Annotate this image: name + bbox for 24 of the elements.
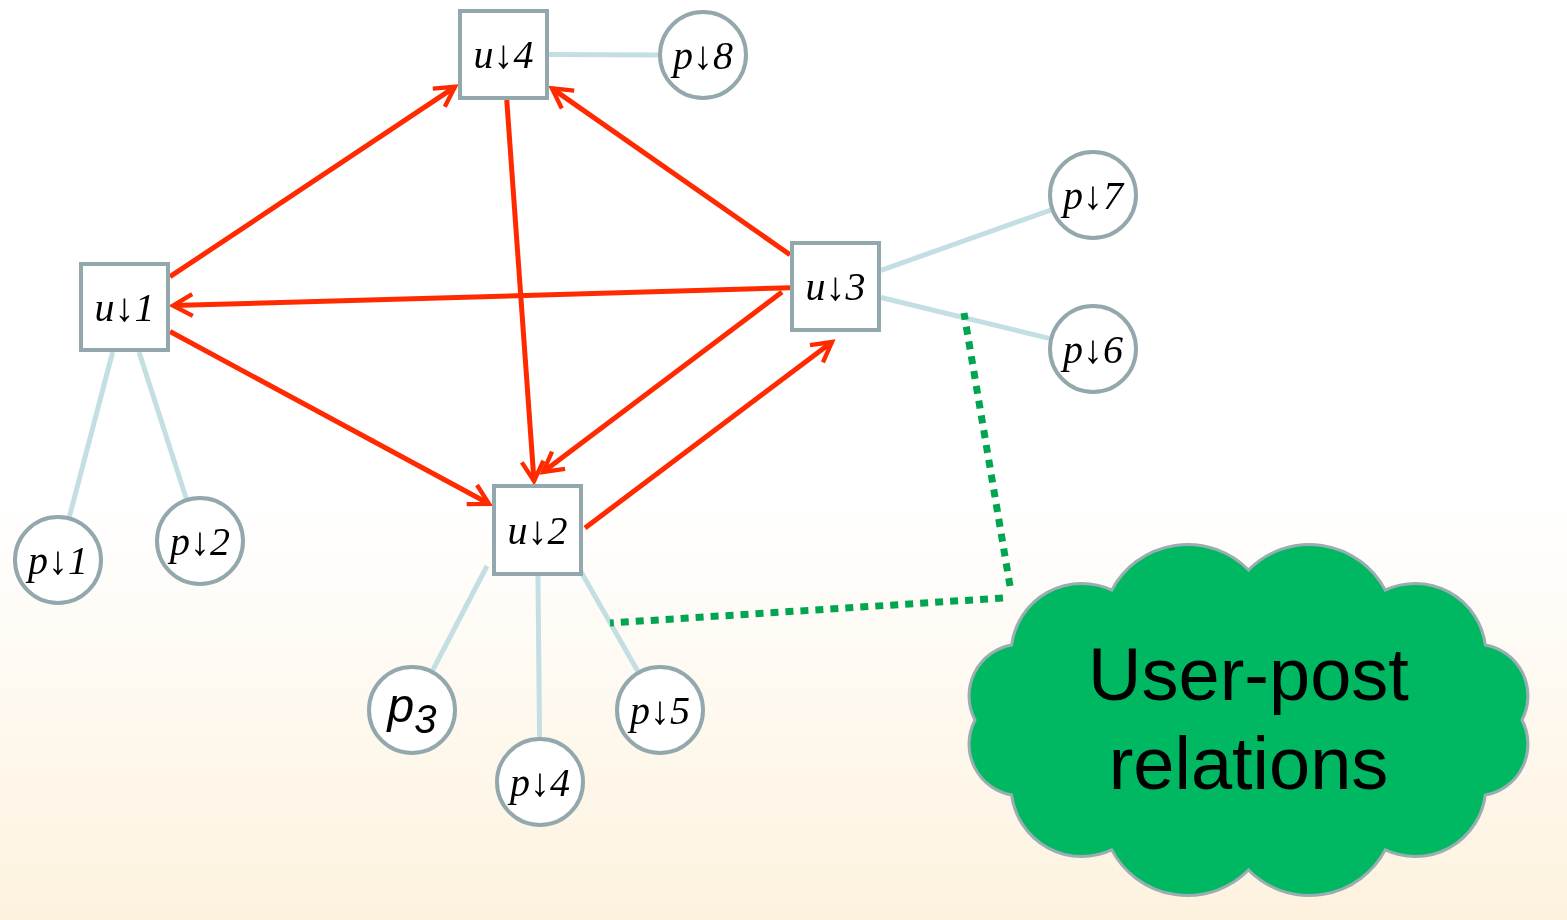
- arrow: [504, 99, 546, 484]
- leader-line: [960, 312, 1014, 587]
- user-box: [458, 9, 549, 100]
- arrow: [170, 285, 791, 319]
- node-label: u↓4: [473, 31, 534, 78]
- arrow: [549, 86, 792, 257]
- user-box: [79, 262, 170, 352]
- arrow: [540, 290, 784, 475]
- node-label: u↓3: [805, 263, 866, 310]
- cloud-label: User-post relations: [1087, 632, 1410, 807]
- arrow: [583, 339, 835, 530]
- user-box: [492, 484, 583, 576]
- user-box: [790, 241, 881, 332]
- connector-line: [880, 207, 1052, 273]
- connector-line: [430, 564, 490, 672]
- leader-line: [609, 594, 1004, 627]
- connector-line: [549, 52, 658, 58]
- node-label: u↓1: [94, 283, 155, 331]
- connector-line: [535, 575, 543, 738]
- connector-line: [136, 351, 189, 499]
- node-label: p$_{3}$: [387, 678, 437, 742]
- node-label: u↓2: [507, 506, 568, 554]
- connector-line: [880, 295, 1050, 341]
- connector-line: [67, 351, 116, 518]
